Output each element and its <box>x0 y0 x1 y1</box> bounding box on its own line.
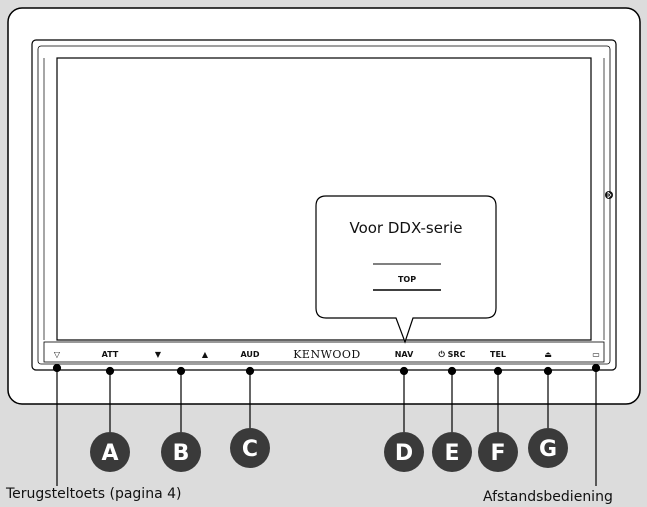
svg-text:D: D <box>395 441 413 466</box>
nav-button[interactable]: NAV <box>395 350 414 359</box>
eject-button[interactable]: ⏏ <box>544 350 552 359</box>
marker-b: B <box>161 432 201 472</box>
bluetooth-icon <box>605 191 613 199</box>
marker-e: E <box>432 432 472 472</box>
faceplate-inner-frame <box>37 45 611 365</box>
att-button[interactable]: ATT <box>102 350 119 359</box>
callout-title: Voor DDX-serie <box>349 219 462 237</box>
marker-d: D <box>384 432 424 472</box>
callout-bubble <box>315 195 497 344</box>
remote-caption: Afstandsbediening <box>483 489 613 505</box>
reset-button[interactable]: ▽ <box>54 350 61 359</box>
up-button[interactable]: ▲ <box>202 350 209 359</box>
brand-logo: KENWOOD <box>293 348 361 361</box>
down-button[interactable]: ▼ <box>155 350 162 359</box>
aud-button[interactable]: AUD <box>240 350 259 359</box>
svg-text:G: G <box>539 437 557 462</box>
svg-text:E: E <box>444 441 459 466</box>
reset-caption: Terugsteltoets (pagina 4) <box>6 486 182 502</box>
tel-button[interactable]: TEL <box>490 350 506 359</box>
svg-text:F: F <box>490 441 505 466</box>
remote-sensor: ▭ <box>592 350 600 359</box>
marker-g: G <box>528 428 568 468</box>
svg-text:A: A <box>101 441 118 466</box>
marker-c: C <box>230 428 270 468</box>
button-strip <box>43 341 605 363</box>
top-button[interactable]: TOP <box>398 275 416 284</box>
marker-a: A <box>90 432 130 472</box>
svg-text:C: C <box>242 437 258 462</box>
svg-text:B: B <box>173 441 190 466</box>
src-button[interactable]: ⏻ SRC <box>439 350 466 359</box>
leader-lines <box>52 363 601 486</box>
marker-f: F <box>478 432 518 472</box>
